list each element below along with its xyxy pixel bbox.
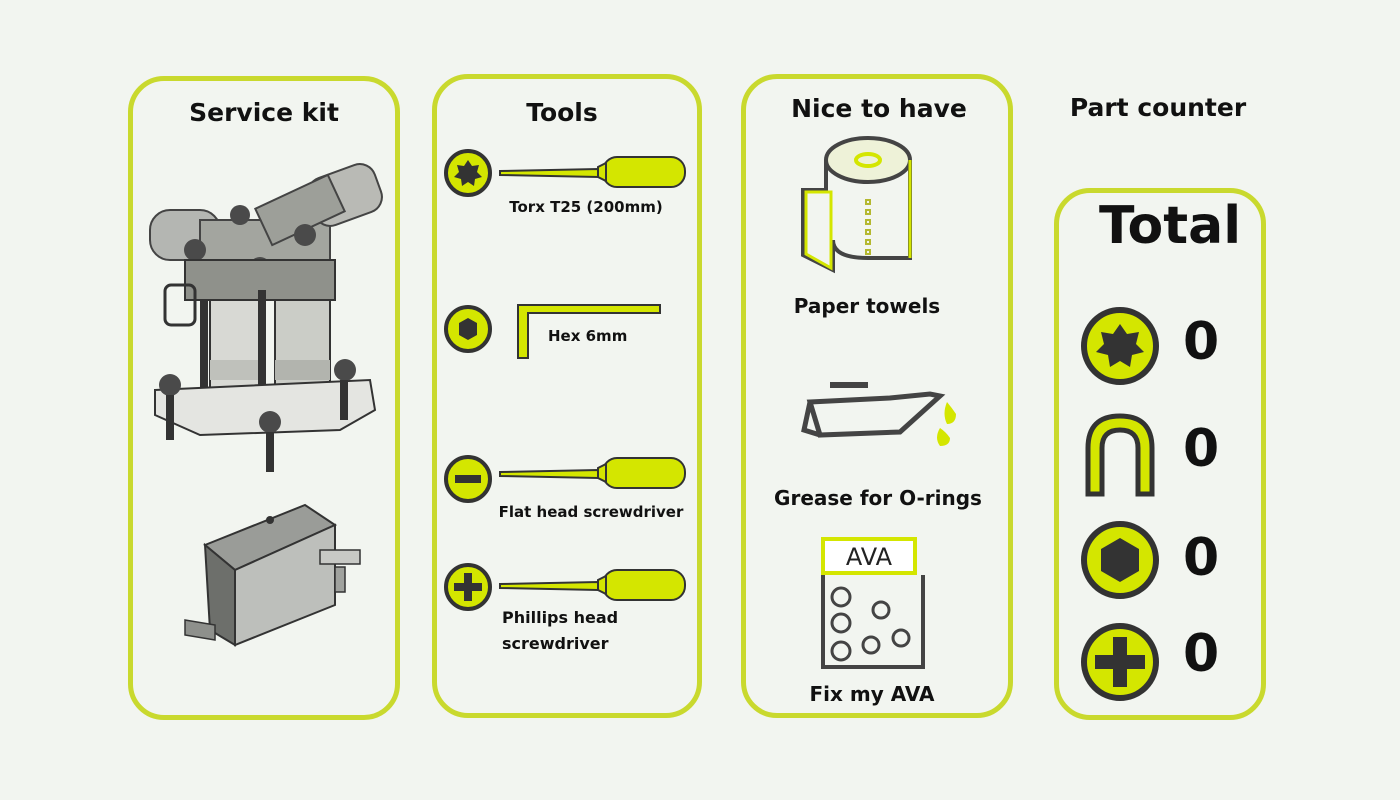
u-clip-icon <box>1085 413 1155 497</box>
phillips-label-line1: Phillips head <box>502 608 619 627</box>
torx-count: 0 <box>1183 312 1220 372</box>
oil-can-icon <box>801 382 956 446</box>
phillips-screwdriver-icon <box>499 569 686 601</box>
hex-key-icon <box>517 304 661 359</box>
u-clip-count: 0 <box>1183 419 1220 479</box>
hex-icon <box>444 305 492 353</box>
pump-head-assembly-image <box>149 163 383 472</box>
torx-icon <box>1081 307 1159 385</box>
ava-kit-icon <box>821 575 925 669</box>
torx-label: Torx T25 (200mm) <box>509 198 663 216</box>
phillips-count: 0 <box>1183 624 1220 684</box>
phillips-label-line2: screwdriver <box>502 634 609 653</box>
fix-my-ava-label: Fix my AVA <box>809 682 935 706</box>
nice-to-have-title: Nice to have <box>791 94 967 123</box>
part-counter-title: Part counter <box>1069 93 1247 122</box>
phillips-icon <box>1081 623 1159 701</box>
torx-icon <box>444 149 492 197</box>
total-heading: Total <box>1098 196 1242 256</box>
torx-screwdriver-icon <box>499 156 686 188</box>
valve-box-assembly-image <box>184 503 361 647</box>
flat-head-label: Flat head screwdriver <box>498 503 684 521</box>
paper-towels-label: Paper towels <box>793 294 941 318</box>
tools-title: Tools <box>526 98 598 127</box>
service-kit-title: Service kit <box>189 98 339 127</box>
ava-box-label: AVA <box>821 537 917 575</box>
flat-head-screwdriver-icon <box>499 457 686 489</box>
hex-icon <box>1081 521 1159 599</box>
grease-label: Grease for O-rings <box>774 486 982 510</box>
hex-label: Hex 6mm <box>548 327 628 345</box>
flat-head-icon <box>444 455 492 503</box>
hex-count: 0 <box>1183 528 1220 588</box>
phillips-icon <box>444 563 492 611</box>
paper-towel-icon <box>801 136 912 274</box>
